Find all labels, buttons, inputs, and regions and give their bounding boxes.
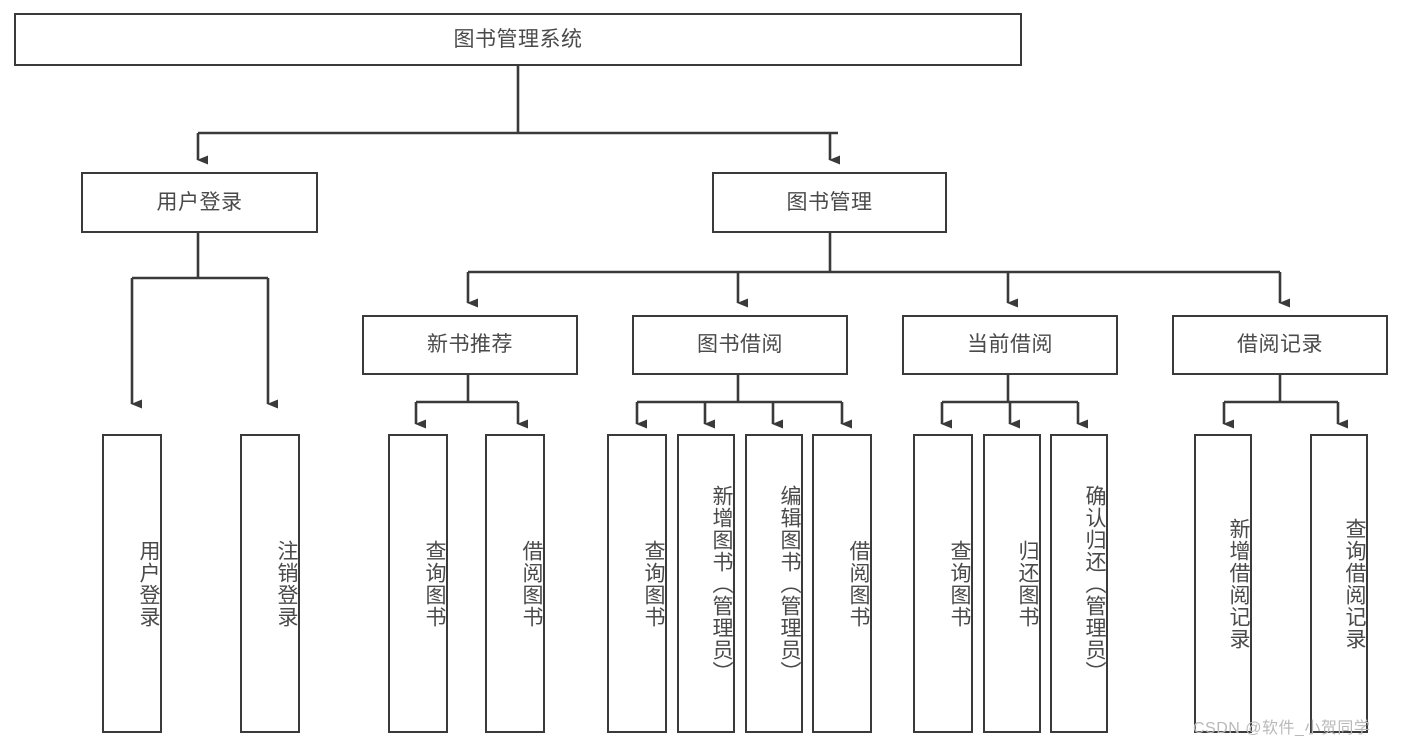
node-label: 确认归还（管理员） xyxy=(1083,484,1106,683)
node-user-login[interactable]: 用户登录 xyxy=(81,172,318,233)
leaf-current-borrow-query-book[interactable]: 查询图书 xyxy=(913,434,973,733)
leaf-book-borrow-add-book-admin[interactable]: 新增图书（管理员） xyxy=(677,434,735,733)
node-label: 编辑图书（管理员） xyxy=(778,484,801,683)
node-label: 注销登录 xyxy=(275,539,298,628)
leaf-book-borrow-edit-book-admin[interactable]: 编辑图书（管理员） xyxy=(745,434,803,733)
csdn-watermark: CSDN @软件_小贺同学 xyxy=(1193,720,1371,737)
leaf-book-borrow-query-book[interactable]: 查询图书 xyxy=(607,434,667,733)
leaf-new-book-borrow-book[interactable]: 借阅图书 xyxy=(485,434,545,733)
leaf-borrow-record-query-record[interactable]: 查询借阅记录 xyxy=(1310,434,1368,733)
node-label: 新增借阅记录 xyxy=(1227,517,1250,650)
node-label: 图书借阅 xyxy=(697,333,783,357)
node-label: 借阅记录 xyxy=(1237,333,1323,357)
node-label: 借阅图书 xyxy=(847,539,870,628)
leaf-current-borrow-return-book[interactable]: 归还图书 xyxy=(983,434,1041,733)
node-label: 查询图书 xyxy=(642,539,665,628)
leaf-user-login-login[interactable]: 用户登录 xyxy=(102,434,162,733)
node-label: 归还图书 xyxy=(1016,539,1039,628)
node-borrow-record[interactable]: 借阅记录 xyxy=(1172,315,1388,375)
node-label: 用户登录 xyxy=(156,190,243,214)
node-book-borrow[interactable]: 图书借阅 xyxy=(632,315,848,375)
node-root-system[interactable]: 图书管理系统 xyxy=(14,13,1022,66)
node-new-book-recommend[interactable]: 新书推荐 xyxy=(362,315,578,375)
node-label: 查询图书 xyxy=(948,539,971,628)
node-label: 新增图书（管理员） xyxy=(710,484,733,683)
node-label: 图书管理系统 xyxy=(453,27,583,51)
node-label: 当前借阅 xyxy=(967,333,1053,357)
leaf-user-login-logout[interactable]: 注销登录 xyxy=(240,434,300,733)
node-current-borrow[interactable]: 当前借阅 xyxy=(902,315,1118,375)
leaf-new-book-query-book[interactable]: 查询图书 xyxy=(388,434,448,733)
node-label: 查询图书 xyxy=(423,539,446,628)
node-label: 用户登录 xyxy=(137,539,160,628)
leaf-borrow-record-add-record[interactable]: 新增借阅记录 xyxy=(1194,434,1252,733)
node-label: 查询借阅记录 xyxy=(1343,517,1366,650)
leaf-book-borrow-borrow-book[interactable]: 借阅图书 xyxy=(812,434,872,733)
node-book-management[interactable]: 图书管理 xyxy=(712,172,947,233)
node-label: 图书管理 xyxy=(786,190,873,214)
node-label: 借阅图书 xyxy=(520,539,543,628)
leaf-current-borrow-confirm-return-admin[interactable]: 确认归还（管理员） xyxy=(1050,434,1108,733)
node-label: 新书推荐 xyxy=(427,333,513,357)
